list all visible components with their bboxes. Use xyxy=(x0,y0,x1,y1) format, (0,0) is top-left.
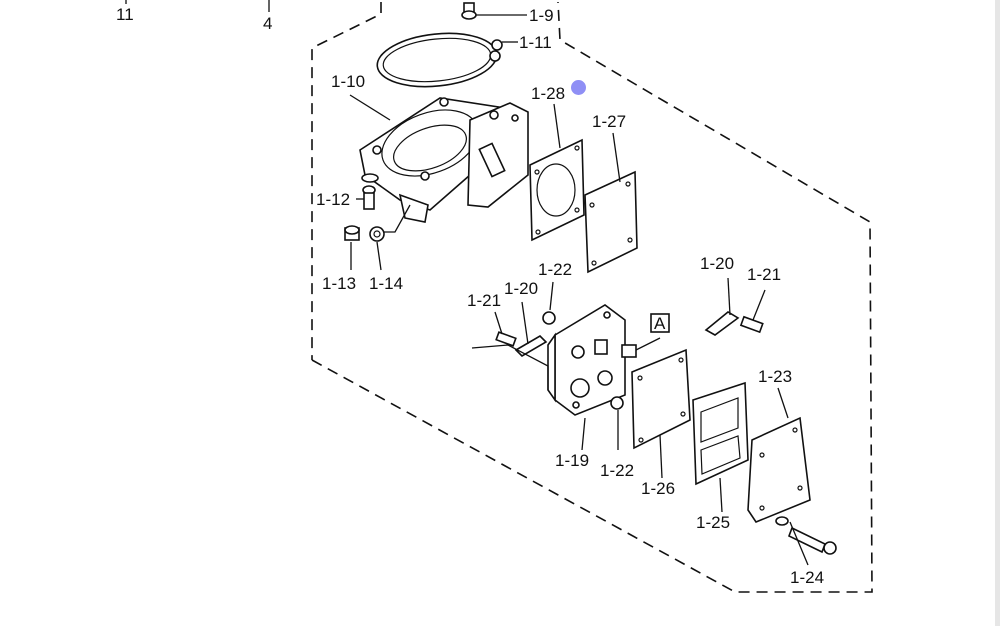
washer-1-14 xyxy=(369,204,411,271)
pin-1-20-left xyxy=(514,301,548,358)
callout-1-22-upper: 1-22 xyxy=(538,260,572,279)
cursor-marker xyxy=(571,80,586,95)
screw-1-21-right xyxy=(739,289,766,334)
callout-1-12: 1-12 xyxy=(316,190,350,209)
callout-1-28: 1-28 xyxy=(531,84,565,103)
callout-1-24: 1-24 xyxy=(790,568,824,587)
pump-housing-1-10 xyxy=(349,94,529,223)
callout-11: 11 xyxy=(116,5,134,24)
callout-1-11: 1-11 xyxy=(519,33,552,52)
plate-1-26 xyxy=(631,348,691,479)
screw-1-21-left xyxy=(494,311,517,347)
nut-1-22-upper xyxy=(542,281,556,325)
callout-1-26: 1-26 xyxy=(641,479,675,498)
gasket-1-25 xyxy=(692,381,749,513)
plug-1-13 xyxy=(344,225,360,270)
nut-1-22-lower xyxy=(610,396,624,450)
callout-4: 4 xyxy=(263,14,272,33)
callout-1-21-right: 1-21 xyxy=(747,265,781,284)
leader-left-group xyxy=(471,344,549,390)
callout-1-27: 1-27 xyxy=(592,112,626,131)
screw-1-9 xyxy=(461,2,527,20)
bolt-1-24 xyxy=(775,516,837,566)
viewer-edge xyxy=(995,0,1000,626)
block-1-19 xyxy=(547,304,626,451)
group-boundary-upper-left xyxy=(311,2,382,360)
pin-1-20-right xyxy=(704,277,740,336)
gasket-1-28 xyxy=(529,103,585,242)
fitting-a: A xyxy=(621,313,670,358)
callout-1-9: 1-9 xyxy=(529,6,554,25)
callout-1-14: 1-14 xyxy=(369,274,403,293)
cover-1-23 xyxy=(747,387,811,523)
callout-1-21-left: 1-21 xyxy=(467,291,501,310)
reference-label-a: A xyxy=(654,314,666,333)
callout-1-13: 1-13 xyxy=(322,274,356,293)
o-ring-1-11 xyxy=(376,32,518,88)
callout-1-23: 1-23 xyxy=(758,367,792,386)
reference-box-a xyxy=(650,313,670,333)
callout-1-19: 1-19 xyxy=(555,451,589,470)
diaphragm-1-27 xyxy=(584,132,638,274)
callout-1-20-right: 1-20 xyxy=(700,254,734,273)
callout-1-25: 1-25 xyxy=(696,513,730,532)
callout-1-22-lower: 1-22 xyxy=(600,461,634,480)
screw-washer-1-12 xyxy=(356,173,379,210)
group-boundary-main xyxy=(311,1,873,593)
callout-1-20-left: 1-20 xyxy=(504,279,538,298)
callout-1-10: 1-10 xyxy=(331,72,365,91)
